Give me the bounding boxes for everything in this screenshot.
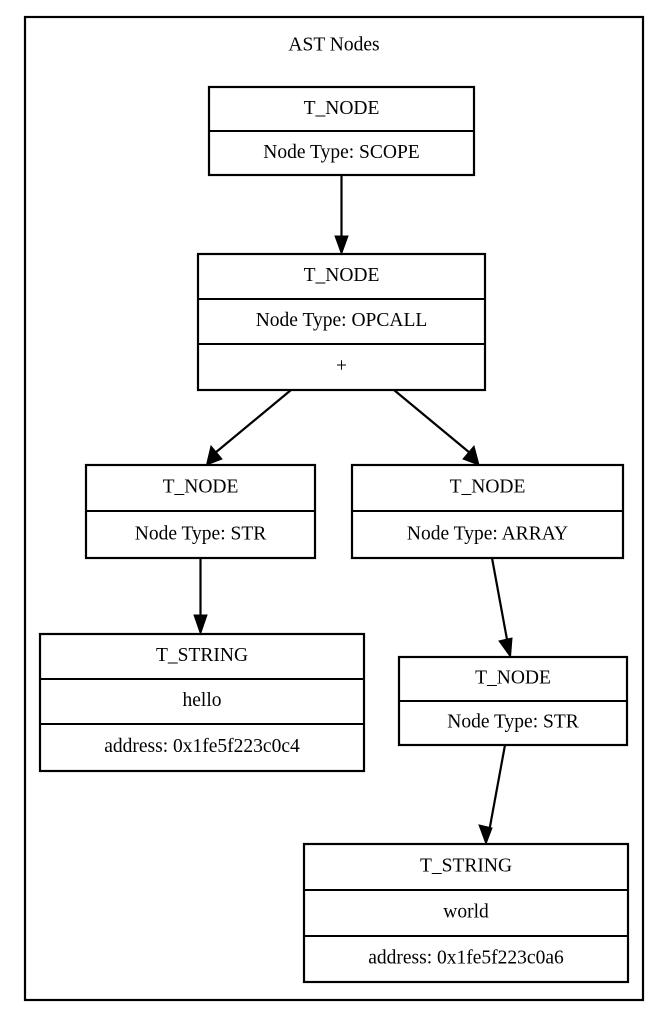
edge-str-right-to-string-world — [478, 744, 507, 846]
edge-opcall-to-array-line — [393, 389, 471, 454]
node-string-hello[interactable]: T_STRING hello address: 0x1fe5f223c0c4 — [38, 632, 366, 773]
edge-array-to-str-right — [490, 557, 513, 659]
node-str-right-title: T_NODE — [475, 667, 551, 688]
node-string-world-row2: world — [443, 901, 489, 922]
node-opcall-title: T_NODE — [304, 265, 380, 286]
edge-opcall-to-array-arrowhead — [462, 444, 480, 466]
node-opcall-box[interactable] — [196, 252, 487, 392]
edge-str-right-to-string-world-line — [487, 744, 507, 833]
edge-scope-to-opcall-arrowhead — [334, 235, 349, 256]
edge-str-left-to-string-hello-arrowhead — [193, 614, 208, 636]
cluster-label: AST Nodes — [288, 34, 379, 55]
edge-opcall-to-str-left-line — [214, 389, 292, 454]
edge-array-to-str-right-arrowhead — [498, 637, 513, 659]
node-array-row2: Node Type: ARRAY — [407, 523, 568, 544]
node-str-left[interactable]: T_NODE Node Type: STR — [84, 463, 317, 560]
node-string-world-title: T_STRING — [420, 855, 512, 876]
node-scope-row2: Node Type: SCOPE — [263, 142, 419, 163]
edge-str-left-to-string-hello — [193, 558, 208, 636]
node-scope[interactable]: T_NODE Node Type: SCOPE — [207, 85, 476, 177]
node-string-world[interactable]: T_STRING world address: 0x1fe5f223c0a6 — [302, 842, 630, 984]
node-string-hello-title: T_STRING — [156, 645, 248, 666]
node-scope-title: T_NODE — [304, 98, 380, 119]
node-str-right-row2: Node Type: STR — [447, 711, 579, 732]
node-opcall-row2: Node Type: OPCALL — [256, 310, 428, 331]
cluster-frame — [23, 15, 645, 1002]
edge-str-right-to-string-world-arrowhead — [478, 824, 493, 846]
edge-scope-to-opcall — [334, 175, 349, 256]
node-string-world-box[interactable] — [302, 842, 630, 984]
edge-opcall-to-array — [393, 389, 480, 466]
node-string-world-address: address: 0x1fe5f223c0a6 — [368, 947, 564, 968]
node-string-hello-row2: hello — [183, 690, 222, 711]
node-opcall[interactable]: T_NODE Node Type: OPCALL + — [196, 252, 487, 392]
edge-opcall-to-str-left-arrowhead — [205, 444, 223, 466]
node-str-right[interactable]: T_NODE Node Type: STR — [397, 655, 629, 747]
edge-array-to-str-right-line — [490, 557, 510, 646]
node-array-title: T_NODE — [450, 476, 526, 497]
node-str-left-row2: Node Type: STR — [135, 523, 267, 544]
node-array[interactable]: T_NODE Node Type: ARRAY — [350, 463, 625, 560]
node-string-hello-address: address: 0x1fe5f223c0c4 — [104, 736, 300, 757]
node-string-hello-box[interactable] — [38, 632, 366, 773]
node-opcall-row3: + — [336, 355, 347, 376]
edge-opcall-to-str-left — [205, 389, 292, 466]
node-str-left-title: T_NODE — [163, 476, 239, 497]
